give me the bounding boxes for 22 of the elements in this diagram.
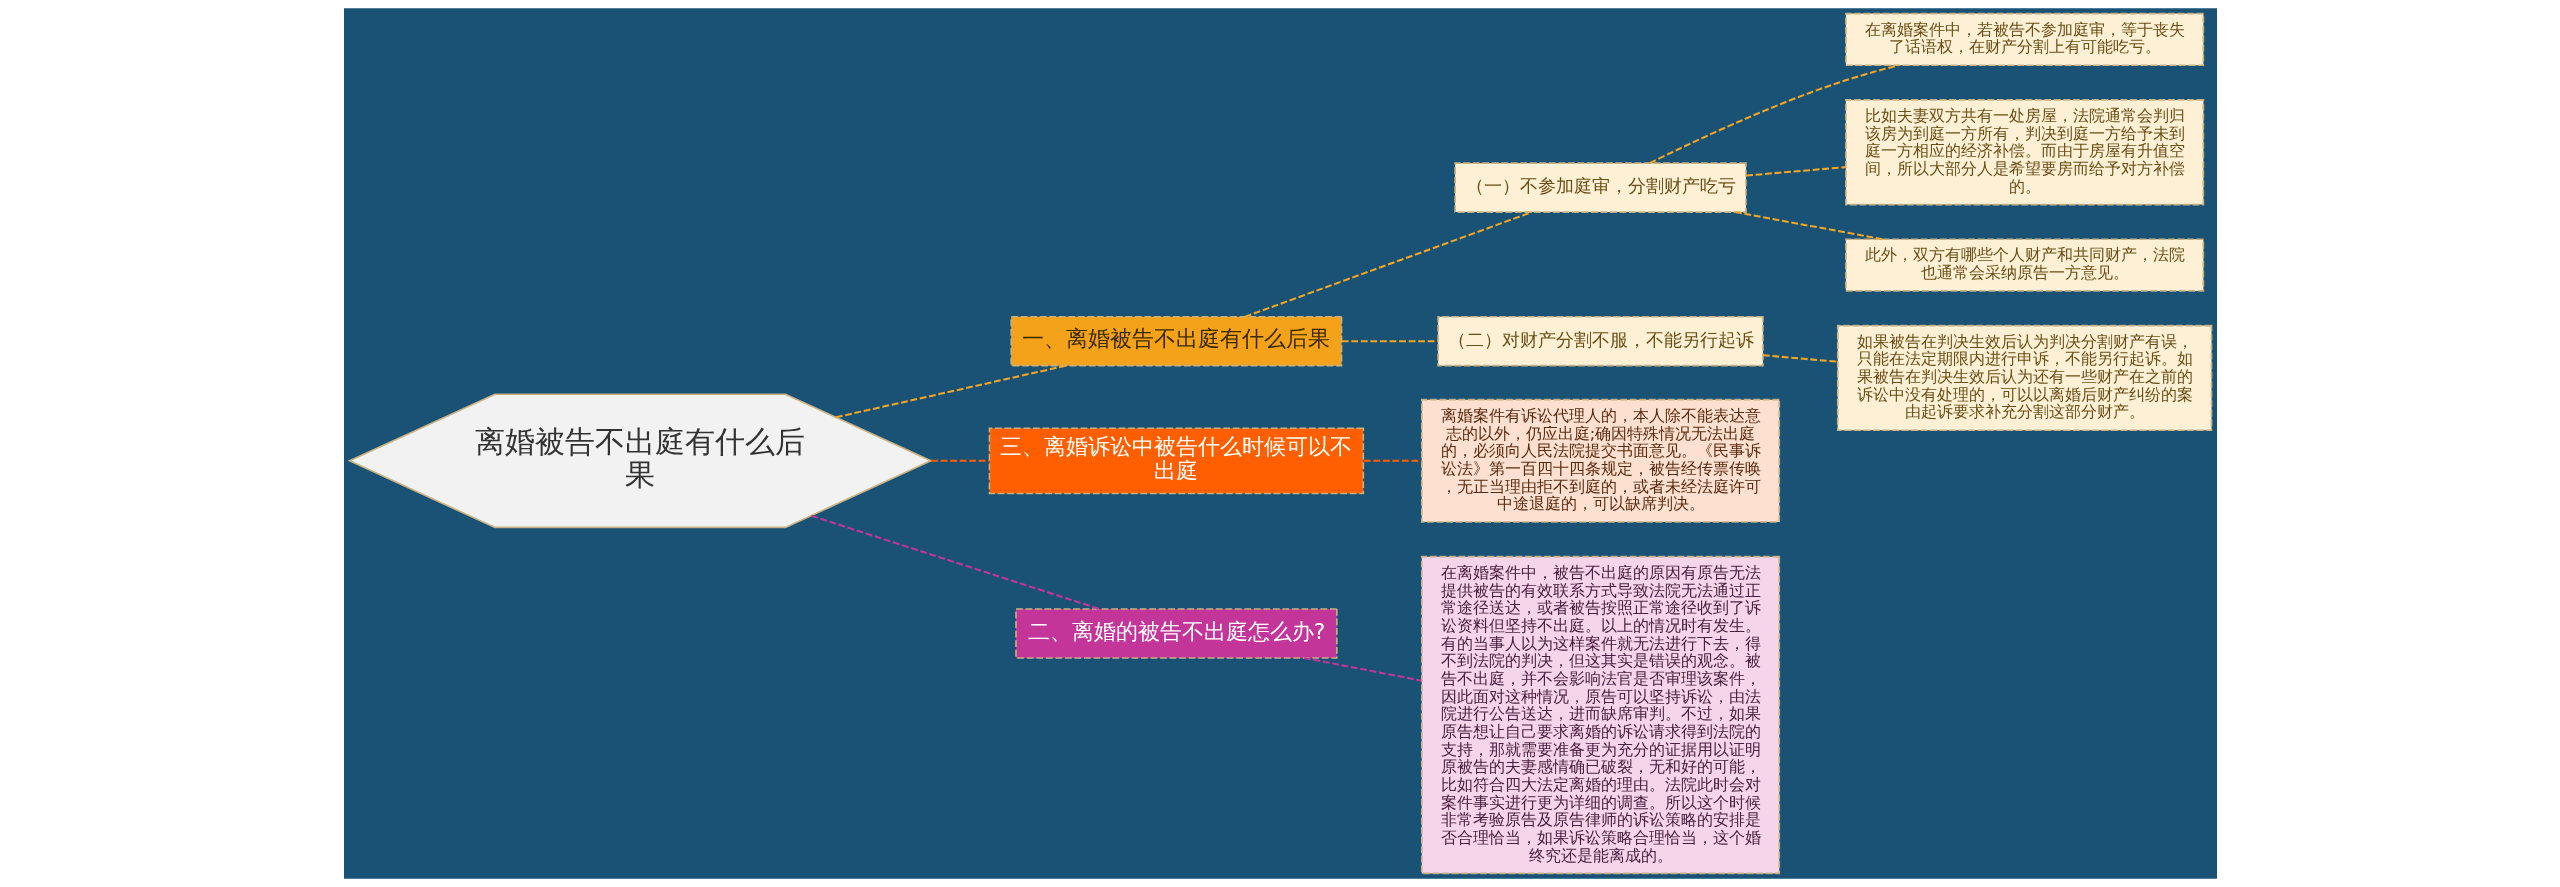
connector bbox=[1341, 340, 1438, 343]
connector bbox=[1244, 211, 1532, 318]
node-box: 离婚案件有诉讼代理人的，本人除不能表达意志的以外，仍应出庭;确因特殊情况无法出庭的，必须向人民法院提交书面意见。《民事诉讼法》第一百四十四条规定，被告经传票传唤，无正当理由拒不到庭的，或者未经法庭许可中途退庭的，可以缺席判决。 bbox=[1420, 398, 1780, 523]
node-box: 比如夫妻双方共有一处房屋，法院通常会判归该房为到庭一方所有，判决到庭一方给予未到庭一方相应的经济补偿。而由于房屋有升值空间，所以大部分人是希望要房而给予对方补偿的。 bbox=[1844, 99, 2204, 206]
connector bbox=[810, 514, 1100, 610]
node-box: 三、离婚诉讼中被告什么时候可以不出庭 bbox=[988, 427, 1364, 495]
node-box: （一）不参加庭审，分割财产吃亏 bbox=[1453, 162, 1747, 213]
node-box: 此外，双方有哪些个人财产和共同财产，法院也通常会采纳原告一方意见。 bbox=[1844, 238, 2204, 292]
node-box: 二、离婚的被告不出庭怎么办? bbox=[1014, 608, 1338, 659]
connector bbox=[1303, 656, 1422, 682]
connector bbox=[1745, 166, 1846, 177]
node-box: 在离婚案件中，若被告不参加庭审，等于丧失了话语权，在财产分割上有可能吃亏。 bbox=[1844, 12, 2204, 67]
connector bbox=[930, 459, 989, 462]
connector bbox=[1649, 64, 1899, 164]
node-box: 在离婚案件中，被告不出庭的原因有原告无法提供被告的有效联系方式导致法院无法通过正常途径送达，或者被告按照正常途径收到了诉讼资料但坚持不出庭。以上的情况时有发生。有的当事人以为这样案件就无法进行下去，得不到法院的判决，但这其实是错误的观念。被告不出庭，并不会影响法官是否审理该案件，因此面对这种情况，原告可以坚持诉讼，由法院进行公告送达，进而缺席审判。不过，如果原告想让自己要求离婚的诉讼请求得到法院的支持，那就需要准备更为充分的证据用以证明原被告的夫妻感情确已破裂，无和好的可能，比如符合四大法定离婚的理由。法院此时会对案件事实进行更为详细的调查。所以这个时候非常考验原告及原告律师的诉讼策略的安排是否合理恰当，如果诉讼策略合理恰当，这个婚终究还是能离成的。 bbox=[1420, 555, 1780, 875]
connector bbox=[1762, 354, 1838, 363]
node-box: 一、离婚被告不出庭有什么后果 bbox=[1009, 315, 1342, 367]
connector bbox=[1734, 211, 1883, 241]
connector bbox=[1363, 459, 1422, 462]
node-box: （二）对财产分割不服，不能另行起诉 bbox=[1436, 315, 1764, 367]
node-box: 如果被告在判决生效后认为判决分割财产有误，只能在法定期限内进行申诉，不能另行起诉。如果被告在判决生效后认为还有一些财产在之前的诉讼中没有处理的，可以以离婚后财产纠纷的案由起诉要求补充分割这部分财产。 bbox=[1836, 324, 2212, 432]
connector bbox=[835, 364, 1066, 419]
